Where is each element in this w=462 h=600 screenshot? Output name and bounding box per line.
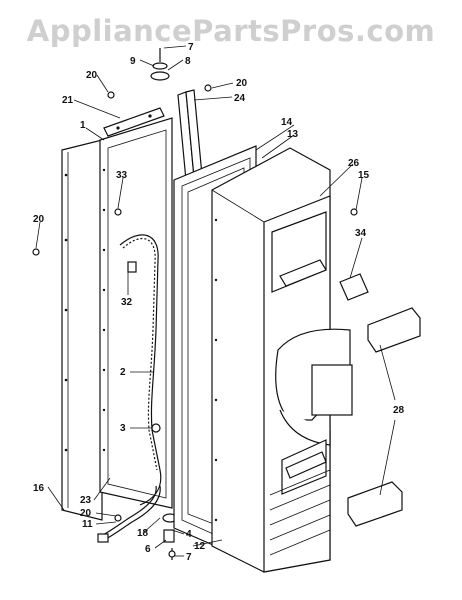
callout-20-a: 20 xyxy=(86,70,98,81)
screws xyxy=(32,84,358,558)
callout-12: 12 xyxy=(194,541,206,552)
callout-8: 8 xyxy=(185,56,191,67)
callout-15: 15 xyxy=(358,170,370,181)
callout-labels: 7 9 8 20 20 24 21 1 14 13 26 15 33 34 20… xyxy=(33,42,405,563)
callout-13: 13 xyxy=(287,129,299,140)
callout-9: 9 xyxy=(130,56,136,67)
callout-18: 18 xyxy=(137,528,149,539)
callout-3: 3 xyxy=(120,423,126,434)
callout-34: 34 xyxy=(355,228,367,239)
callout-21: 21 xyxy=(62,95,74,106)
door-liner xyxy=(99,107,173,509)
callout-6: 6 xyxy=(145,544,151,555)
callout-1: 1 xyxy=(80,120,86,131)
left-back-panel xyxy=(61,139,103,521)
callout-7-bottom: 7 xyxy=(186,552,192,563)
callout-20-b: 20 xyxy=(236,78,248,89)
callout-23: 23 xyxy=(80,495,92,506)
site-watermark: AppliancePartsPros.com xyxy=(26,14,436,48)
callout-26: 26 xyxy=(348,158,360,169)
callout-20-d: 20 xyxy=(80,508,92,519)
water-line xyxy=(97,234,162,543)
callout-4: 4 xyxy=(186,529,192,540)
callout-32: 32 xyxy=(121,297,133,308)
callout-2: 2 xyxy=(120,367,126,378)
callout-14: 14 xyxy=(281,117,293,128)
callout-24: 24 xyxy=(234,93,246,104)
callout-7-top: 7 xyxy=(188,42,194,53)
outer-door-panel xyxy=(211,147,353,573)
callout-11: 11 xyxy=(82,519,93,530)
callout-28: 28 xyxy=(393,405,405,416)
callout-20-c: 20 xyxy=(33,214,45,225)
door-bins xyxy=(339,273,421,527)
callout-33: 33 xyxy=(116,170,128,181)
callout-16: 16 xyxy=(33,483,45,494)
leader-lines xyxy=(35,45,396,557)
